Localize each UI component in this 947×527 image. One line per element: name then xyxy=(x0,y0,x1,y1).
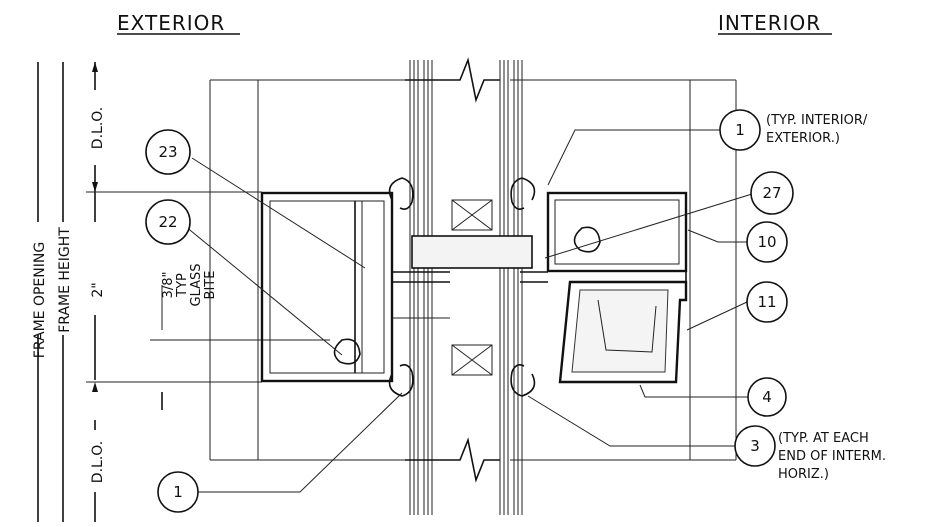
svg-text:1: 1 xyxy=(735,121,745,139)
callout-11: 11 xyxy=(746,281,788,323)
callout-23: 23 xyxy=(145,129,191,175)
svg-text:27: 27 xyxy=(762,184,781,202)
note-typ-interior-exterior: (TYP. INTERIOR/ EXTERIOR.) xyxy=(766,113,868,146)
svg-text:(TYP. AT EACH: (TYP. AT EACH xyxy=(778,431,869,446)
svg-text:22: 22 xyxy=(158,213,177,231)
svg-text:11: 11 xyxy=(757,293,776,311)
glass-bite-label: 3/8" TYP GLASS BITE xyxy=(161,263,218,306)
dlo-bottom-label: D.L.O. xyxy=(90,441,106,483)
svg-text:GLASS: GLASS xyxy=(189,263,204,306)
callout-10: 10 xyxy=(746,221,788,263)
dlo-top-label: D.L.O. xyxy=(90,107,106,149)
svg-text:EXTERIOR.): EXTERIOR.) xyxy=(766,131,840,146)
svg-text:HORIZ.): HORIZ.) xyxy=(778,467,829,482)
note-typ-each-end: (TYP. AT EACH END OF INTERM. HORIZ.) xyxy=(778,431,886,482)
svg-text:23: 23 xyxy=(158,143,177,161)
two-inch-label: 2" xyxy=(90,282,106,297)
callout-22: 22 xyxy=(145,199,191,245)
glass-lite-exterior xyxy=(405,57,500,515)
setting-block xyxy=(411,235,533,269)
spacer-top xyxy=(451,199,493,231)
glass-lite-interior xyxy=(499,60,523,515)
dimension-lines xyxy=(37,62,330,522)
frame-opening-label: FRAME OPENING xyxy=(32,242,48,358)
spacer-bottom xyxy=(451,344,493,376)
callout-1-bottom: 1 xyxy=(157,471,199,513)
exterior-frame-profile xyxy=(260,191,450,383)
gaskets xyxy=(333,177,601,397)
svg-text:(TYP. INTERIOR/: (TYP. INTERIOR/ xyxy=(766,113,868,128)
callout-1-top: 1 xyxy=(719,109,761,151)
svg-text:3: 3 xyxy=(750,437,760,455)
frame-height-label: FRAME HEIGHT xyxy=(57,227,73,333)
svg-text:1: 1 xyxy=(173,483,183,501)
svg-text:3/8": 3/8" xyxy=(161,272,176,299)
leader-lines xyxy=(184,129,753,493)
svg-text:END OF INTERM.: END OF INTERM. xyxy=(778,449,886,464)
callout-4: 4 xyxy=(747,377,787,417)
interior-heading: INTERIOR xyxy=(718,11,821,35)
svg-text:10: 10 xyxy=(757,233,776,251)
svg-text:4: 4 xyxy=(762,388,772,406)
svg-text:TYP: TYP xyxy=(175,273,190,298)
callout-3: 3 xyxy=(734,425,776,467)
exterior-heading: EXTERIOR xyxy=(117,11,225,35)
interior-frame-profile xyxy=(520,191,688,384)
callout-27: 27 xyxy=(750,171,794,215)
